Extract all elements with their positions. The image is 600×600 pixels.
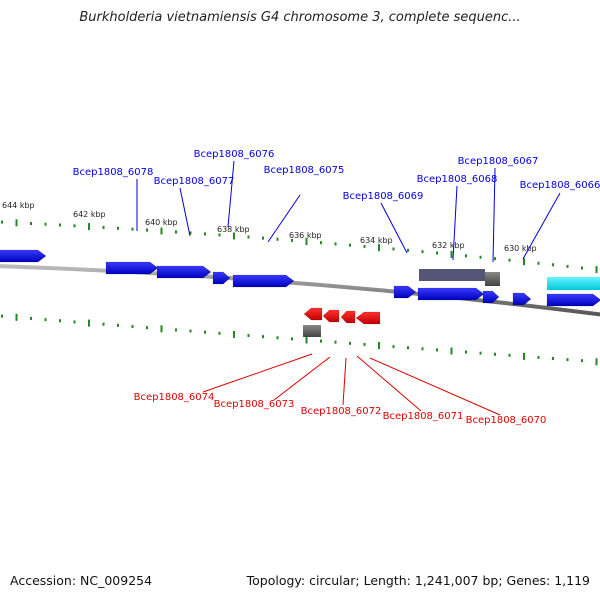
forward-gene-label: Bcep1808_6067 bbox=[458, 156, 539, 167]
forward-gene-label: Bcep1808_6068 bbox=[417, 174, 498, 185]
scale-label: 644 kbp bbox=[2, 201, 35, 210]
forward-gene-arrow bbox=[212, 271, 231, 285]
reverse-gene-arrow bbox=[303, 307, 323, 321]
scale-label: 630 kbp bbox=[504, 244, 537, 253]
reverse-gene-label: Bcep1808_6074 bbox=[134, 392, 215, 403]
leader-line bbox=[267, 194, 301, 243]
top-scale-ticks bbox=[1, 219, 598, 274]
bottom-scale-ticks bbox=[1, 313, 598, 366]
selected-gene-end bbox=[485, 272, 500, 286]
genome-backbone bbox=[0, 264, 600, 317]
scale-labels: 644 kbp 642 kbp 640 kbp 638 kbp 636 kbp 634 k… bbox=[2, 201, 537, 253]
reverse-gene-arrow bbox=[322, 309, 340, 323]
forward-gene-arrow bbox=[512, 292, 532, 306]
reverse-gene-label: Bcep1808_6072 bbox=[301, 406, 382, 417]
leader-line bbox=[342, 357, 347, 406]
scale-label: 638 kbp bbox=[217, 225, 250, 234]
scale-label: 640 kbp bbox=[145, 218, 178, 227]
leader-line bbox=[492, 167, 496, 263]
leader-line bbox=[522, 192, 561, 260]
label-leader-lines bbox=[136, 160, 561, 416]
forward-gene-label: Bcep1808_6076 bbox=[194, 149, 275, 160]
forward-gene-arrow bbox=[0, 249, 47, 263]
reverse-gene-label: Bcep1808_6070 bbox=[466, 415, 547, 426]
highlighted-gene-block bbox=[547, 277, 600, 290]
reverse-gene-label: Bcep1808_6073 bbox=[214, 399, 295, 410]
leader-line bbox=[179, 187, 191, 237]
accession-text: Accession: NC_009254 bbox=[10, 573, 153, 588]
leader-line bbox=[227, 160, 235, 228]
forward-gene-label: Bcep1808_6078 bbox=[73, 167, 154, 178]
topology-summary: Topology: circular; Length: 1,241,007 bp… bbox=[246, 573, 590, 588]
forward-gene-label: Bcep1808_6075 bbox=[264, 165, 345, 176]
scale-label: 642 kbp bbox=[73, 210, 106, 219]
forward-gene-arrow bbox=[393, 285, 417, 299]
map-title: Burkholderia vietnamiensis G4 chromosome… bbox=[79, 10, 521, 25]
forward-gene-arrow bbox=[105, 261, 159, 275]
leader-line bbox=[356, 355, 422, 412]
forward-gene-arrow bbox=[232, 274, 295, 288]
forward-gene-arrow bbox=[482, 290, 500, 304]
reverse-gene-arrow bbox=[355, 311, 381, 325]
leader-line bbox=[380, 202, 408, 254]
forward-gene-label: Bcep1808_6066 bbox=[520, 180, 600, 191]
reverse-gene-arrow bbox=[340, 310, 356, 324]
reverse-gene-block bbox=[303, 325, 321, 337]
leader-line bbox=[369, 357, 501, 416]
leader-line bbox=[452, 185, 458, 261]
selected-gene-block bbox=[419, 269, 485, 281]
gene-features bbox=[0, 249, 600, 337]
scale-label: 636 kbp bbox=[289, 231, 322, 240]
leader-line bbox=[273, 356, 331, 401]
leader-line bbox=[202, 353, 313, 393]
scale-label: 632 kbp bbox=[432, 241, 465, 250]
forward-gene-label: Bcep1808_6069 bbox=[343, 191, 424, 202]
scale-label: 634 kbp bbox=[360, 236, 393, 245]
forward-gene-arrow bbox=[546, 293, 600, 307]
forward-gene-label: Bcep1808_6077 bbox=[154, 176, 235, 187]
forward-gene-arrow bbox=[417, 287, 485, 301]
reverse-gene-label: Bcep1808_6071 bbox=[383, 411, 464, 422]
forward-gene-arrow bbox=[156, 265, 212, 279]
